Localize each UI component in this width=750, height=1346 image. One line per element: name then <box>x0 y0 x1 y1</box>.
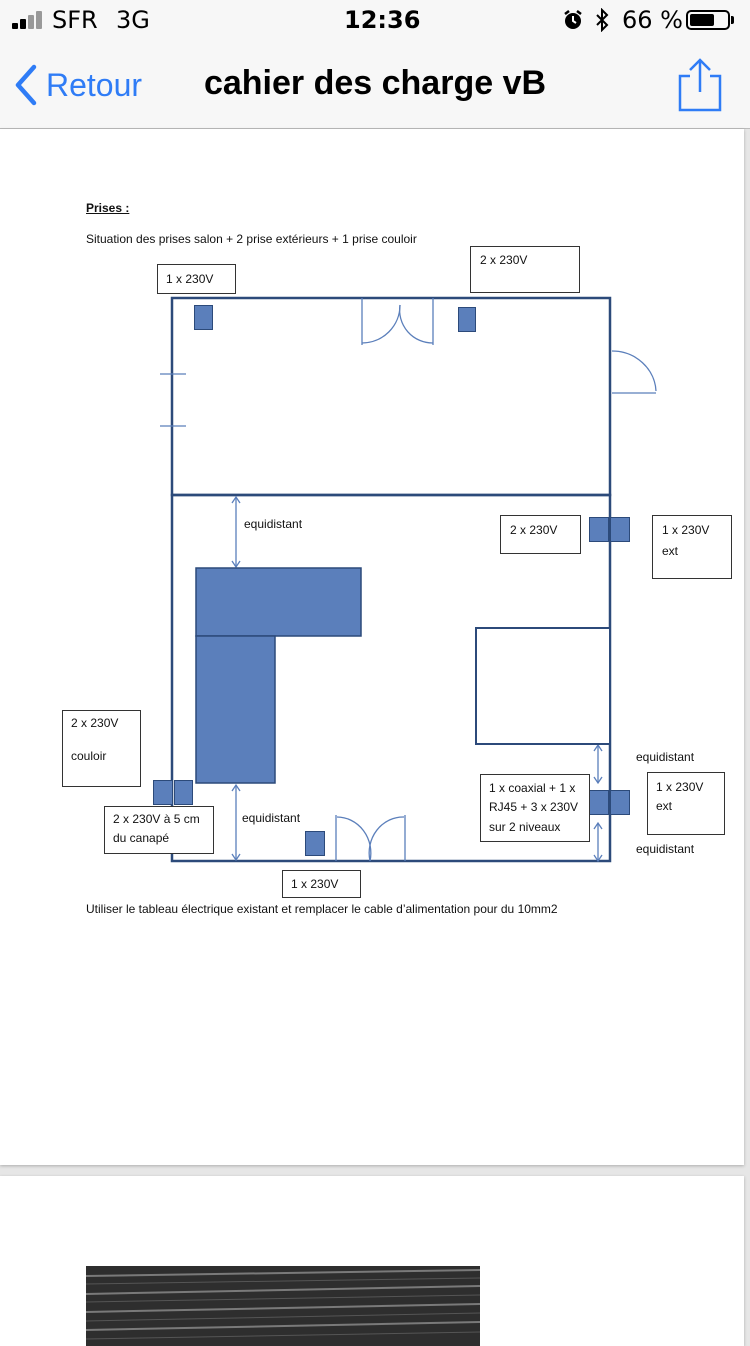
outlet-bottom <box>305 831 325 856</box>
battery-icon <box>686 10 730 30</box>
document-page-1[interactable]: Prises : Situation des prises salon + 2 … <box>0 129 744 1165</box>
label-couloir-2: couloir <box>71 749 107 763</box>
outlet-right-4 <box>610 790 630 815</box>
label-couloir-1: 2 x 230V <box>71 716 119 730</box>
label-right-wall: 2 x 230V <box>510 523 558 537</box>
label-canape-1: 2 x 230V à 5 cm <box>113 812 200 826</box>
carrier-label: SFR <box>52 6 98 34</box>
upper-room <box>170 296 612 497</box>
floor-plan <box>160 296 657 863</box>
section-heading: Prises : <box>86 201 130 215</box>
navigation-bar: Retour cahier des charge vB <box>0 40 750 129</box>
back-button[interactable]: Retour <box>14 62 142 108</box>
chevron-left-icon <box>15 64 37 106</box>
label-box-multimedia <box>480 774 590 842</box>
outlet-right-3 <box>589 790 609 815</box>
battery-tip <box>731 16 734 24</box>
battery-percent: 66 % <box>622 6 683 34</box>
signal-icon <box>12 11 48 29</box>
label-multimedia-2: RJ45 + 3 x 230V <box>489 800 579 814</box>
label-box-top-left <box>157 264 236 294</box>
bluetooth-icon <box>596 8 609 32</box>
document-page-2[interactable] <box>0 1176 744 1346</box>
outlet-right-2 <box>610 517 630 542</box>
document-title: cahier des charge vB <box>203 64 547 102</box>
back-button-label: Retour <box>46 66 143 103</box>
equidistant-right-lower: equidistant <box>636 842 695 856</box>
label-ext-lower-1: 1 x 230V <box>656 780 704 794</box>
outlet-top-right <box>458 307 476 332</box>
label-top-right: 2 x 230V <box>480 253 528 267</box>
outlet-top-left <box>194 305 213 330</box>
label-bottom: 1 x 230V <box>291 877 339 891</box>
label-ext-lower-2: ext <box>656 799 673 813</box>
sofa-side <box>195 635 276 784</box>
label-multimedia-1: 1 x coaxial + 1 x <box>489 781 576 795</box>
ceiling-beams-image <box>86 1266 480 1346</box>
equidistant-top: equidistant <box>244 517 303 531</box>
label-multimedia-3: sur 2 niveaux <box>489 820 561 834</box>
label-box-canape <box>104 806 214 854</box>
outlet-left-2 <box>174 780 193 805</box>
label-canape-2: du canapé <box>113 831 170 845</box>
sofa-top <box>195 567 362 637</box>
share-icon[interactable] <box>676 56 724 114</box>
furniture-block <box>475 627 611 745</box>
label-box-ext-lower <box>647 772 725 835</box>
label-box-right-wall <box>500 515 581 554</box>
clock: 12:36 <box>344 6 421 34</box>
outlet-right-1 <box>589 517 609 542</box>
alarm-icon <box>564 10 582 29</box>
label-box-bottom <box>282 870 361 898</box>
intro-text: Situation des prises salon + 2 prise ext… <box>86 232 417 246</box>
footer-note: Utiliser le tableau électrique existant … <box>86 902 558 916</box>
label-box-couloir <box>62 710 141 787</box>
label-box-top-right <box>470 246 580 293</box>
status-bar: SFR 3G 12:36 66 % <box>0 0 750 40</box>
photo-ceiling-beams <box>86 1266 480 1346</box>
outlet-left-1 <box>153 780 173 805</box>
label-ext-upper-2: ext <box>662 544 679 558</box>
label-ext-upper-1: 1 x 230V <box>662 523 710 537</box>
label-top-left: 1 x 230V <box>166 272 214 286</box>
equidistant-bottom-left: equidistant <box>242 811 301 825</box>
network-label: 3G <box>116 6 150 34</box>
equidistant-right-upper: equidistant <box>636 750 695 764</box>
label-box-ext-upper <box>652 515 732 579</box>
